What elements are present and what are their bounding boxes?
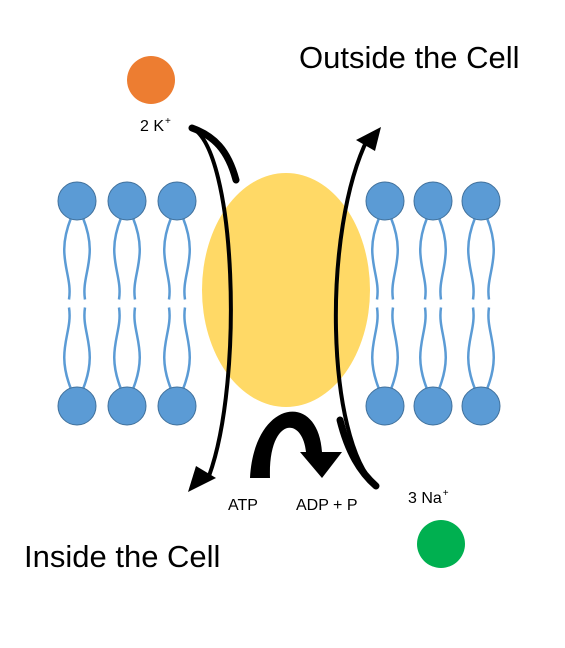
lipid-head bbox=[157, 181, 197, 221]
lipid-tail bbox=[467, 217, 495, 390]
pump-protein bbox=[202, 173, 370, 407]
atp-label: ATP bbox=[228, 497, 258, 514]
potassium-label-text: 2 K bbox=[140, 118, 165, 135]
potassium-charge: + bbox=[165, 116, 171, 127]
sodium-label: 3 Na+ bbox=[408, 488, 449, 508]
atp-hydrolysis-arrow bbox=[250, 411, 342, 478]
lipid-head bbox=[107, 386, 147, 426]
lipid-tail bbox=[63, 217, 91, 390]
lipid-tail bbox=[113, 217, 141, 390]
lipid-head bbox=[365, 181, 405, 221]
sodium-arrowhead bbox=[356, 127, 381, 151]
lipid-head bbox=[413, 386, 453, 426]
lipid-tail bbox=[163, 217, 191, 390]
inside-cell-label: Inside the Cell bbox=[24, 539, 221, 574]
lipid-head bbox=[461, 386, 501, 426]
adp-label: ADP + P bbox=[296, 497, 358, 514]
lipid-head bbox=[157, 386, 197, 426]
sodium-label-text: 3 Na bbox=[408, 490, 442, 507]
atp-arrowhead bbox=[300, 452, 342, 478]
sodium-ion bbox=[417, 520, 465, 568]
potassium-ion bbox=[127, 56, 175, 104]
potassium-arrowhead bbox=[188, 466, 216, 492]
potassium-inward-arrow bbox=[188, 124, 240, 492]
sodium-outward-arrow bbox=[333, 127, 381, 490]
lipid-tail bbox=[419, 217, 447, 390]
lipid-heads bbox=[57, 181, 501, 426]
outside-cell-label: Outside the Cell bbox=[299, 40, 520, 75]
lipid-tails bbox=[63, 217, 495, 390]
lipid-head bbox=[413, 181, 453, 221]
lipid-head bbox=[57, 386, 97, 426]
potassium-label: 2 K+ bbox=[140, 116, 171, 136]
sodium-charge: + bbox=[442, 488, 449, 499]
lipid-head bbox=[461, 181, 501, 221]
lipid-head bbox=[107, 181, 147, 221]
lipid-head bbox=[365, 386, 405, 426]
lipid-tail bbox=[371, 217, 399, 390]
lipid-head bbox=[57, 181, 97, 221]
